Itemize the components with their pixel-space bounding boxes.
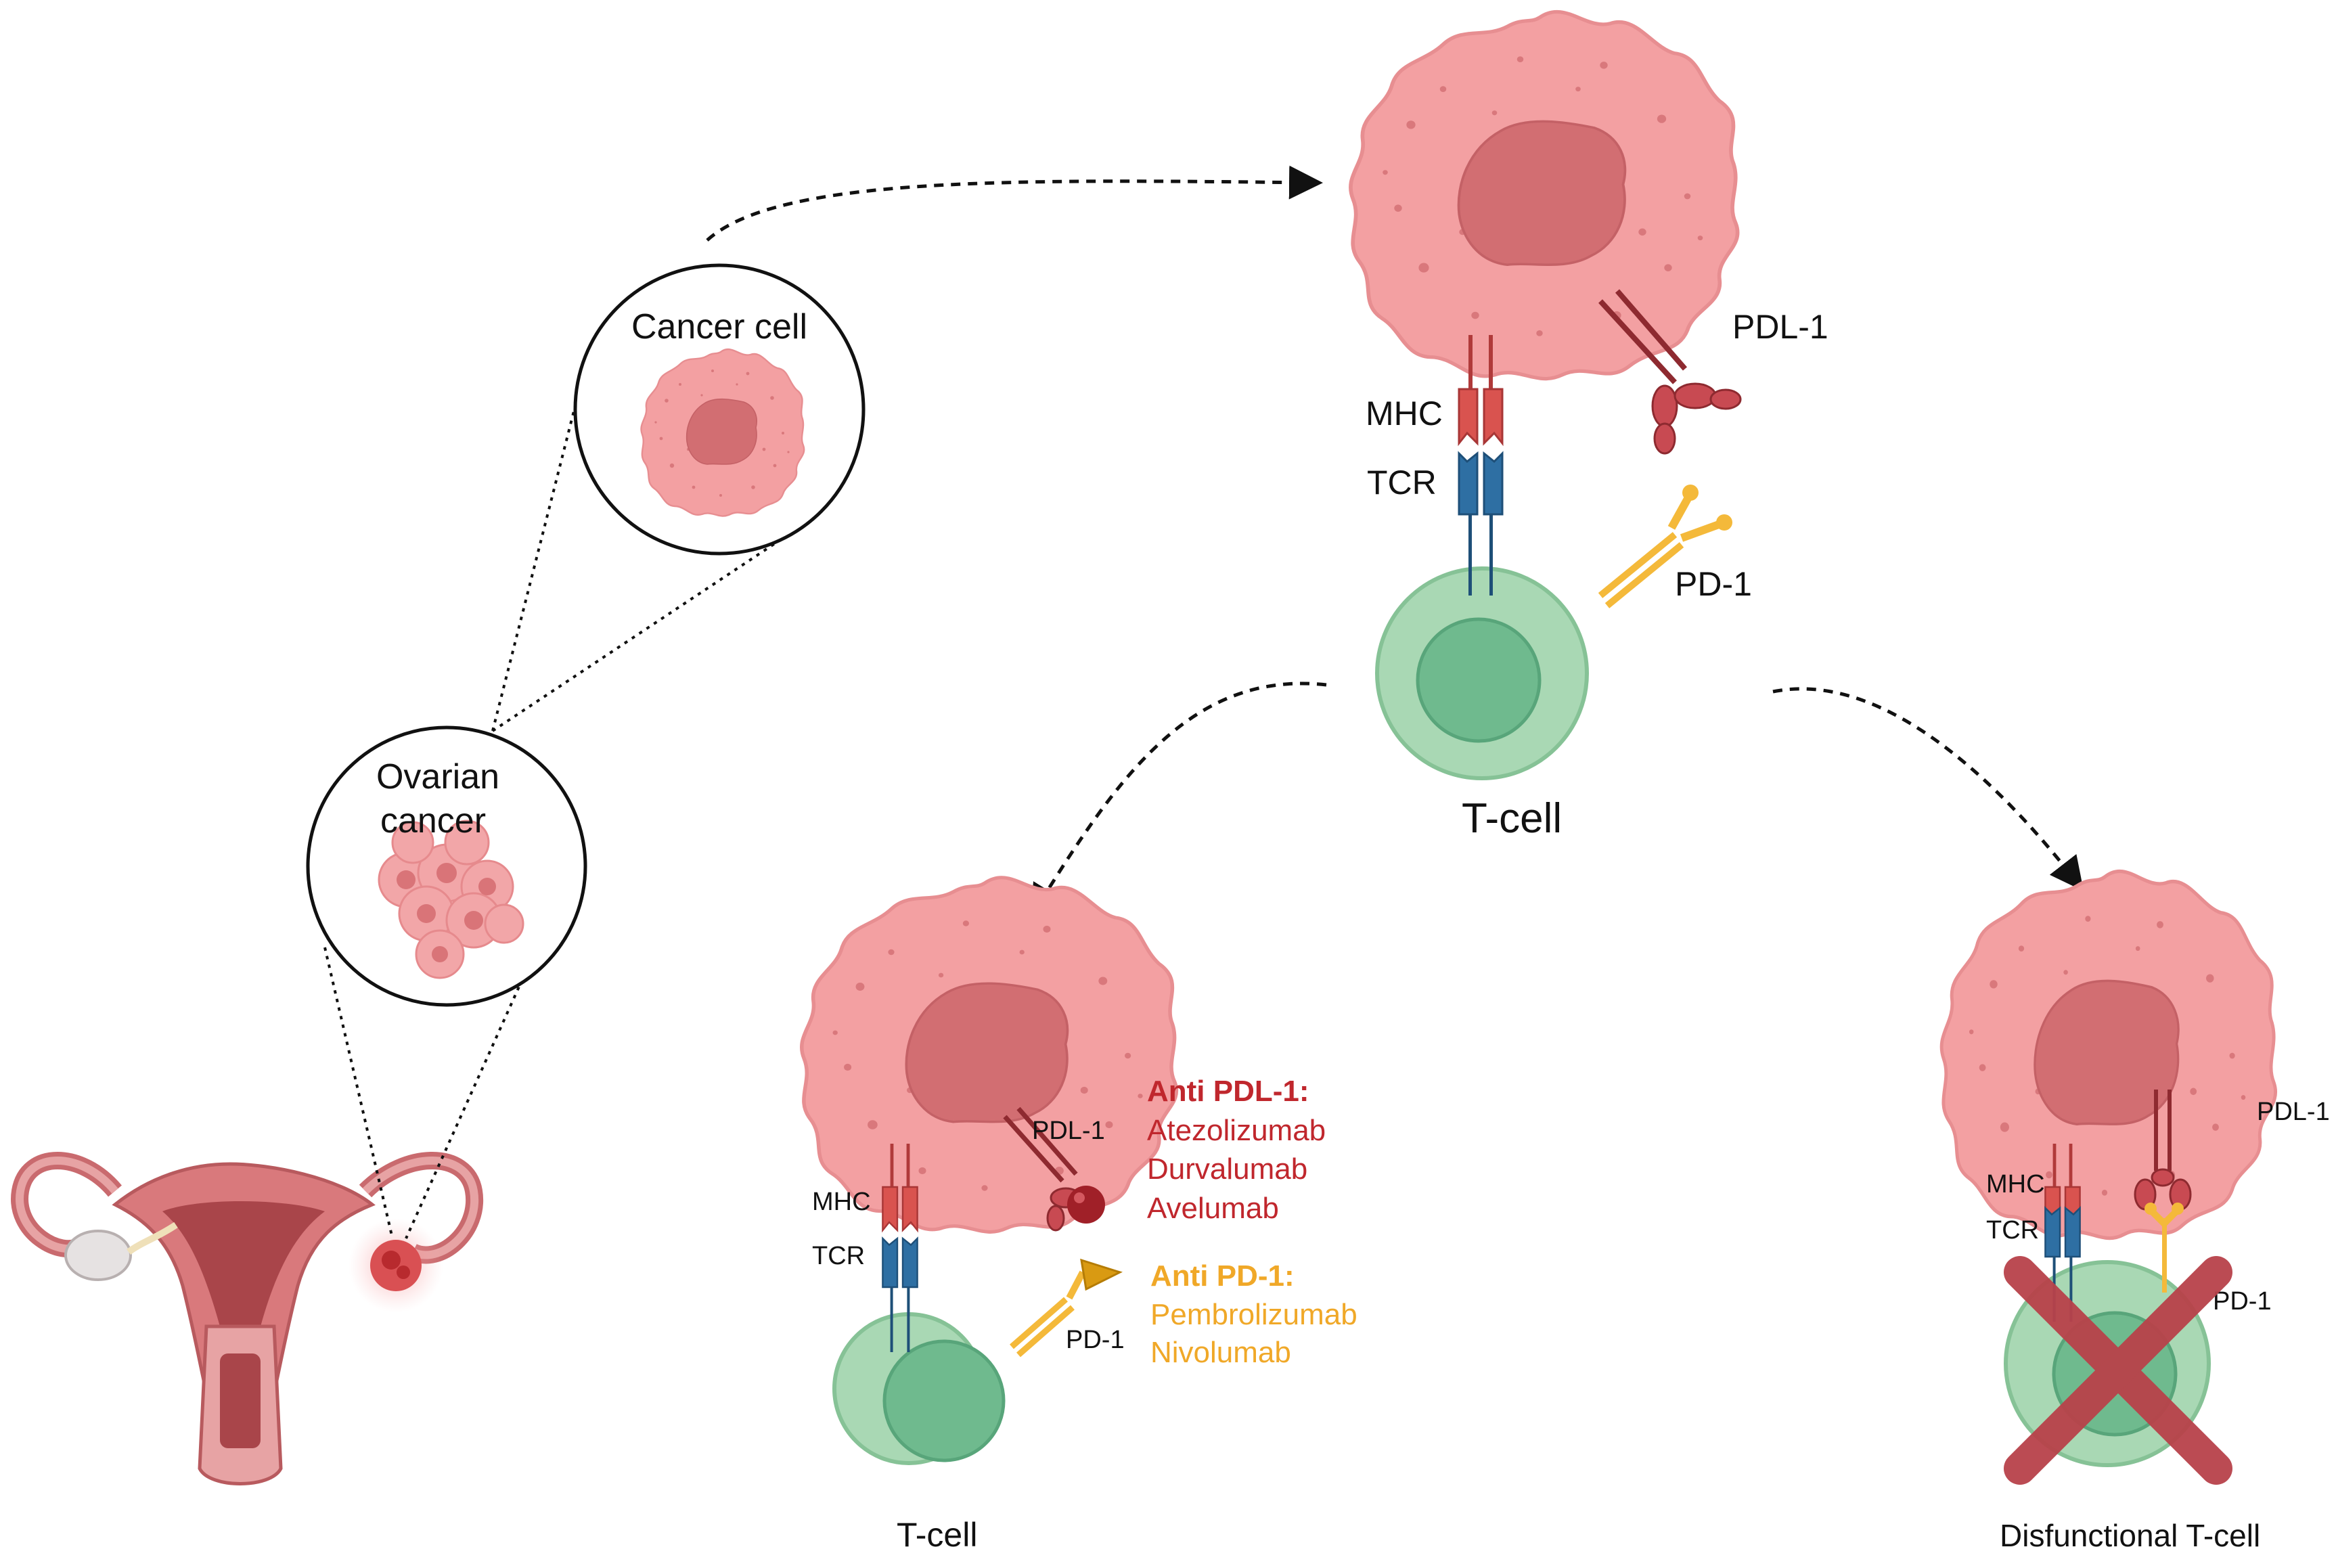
arrow-to-dysfunctional-panel (1772, 687, 2084, 891)
top-cancer-cell (1351, 12, 1738, 378)
anti-pd1-antibody (1080, 1258, 1123, 1291)
top-pd1-receptor (1598, 485, 1732, 608)
top-pdl1-receptor (1598, 289, 1742, 455)
arrow-to-top-panel (706, 165, 1323, 242)
treated-tcr-label: TCR (812, 1242, 865, 1270)
dysfunctional-pd1-receptor (2144, 1203, 2184, 1293)
dysfunctional-pd1-label: PD-1 (2213, 1287, 2272, 1316)
flow-arrows (706, 165, 2084, 919)
dysfunctional-pdl1-receptor (2134, 1090, 2192, 1211)
anti-pd1-drug-1: Pembrolizumab (1150, 1298, 1357, 1331)
ovarian-cancer-label-line1: Ovarian (376, 757, 499, 797)
anti-pd1-drug-2: Nivolumab (1150, 1336, 1291, 1369)
dysfunction-cross-icon (2004, 1256, 2232, 1485)
treated-pdl1-label: PDL-1 (1032, 1117, 1105, 1145)
dysfunctional-tcr-label: TCR (1986, 1216, 2039, 1245)
dysfunctional-panel: PDL-1 MHC TCR PD-1 Disfunctional T-cell (1941, 871, 2330, 1553)
treated-pd1-label: PD-1 (1066, 1326, 1125, 1354)
treated-cancer-cell (802, 878, 1177, 1232)
arrow-to-treated-panel (1030, 681, 1327, 919)
anti-pdl1-title: Anti PDL-1: (1147, 1075, 1309, 1108)
treated-tcell-label: T-cell (897, 1516, 977, 1554)
top-mhc-label: MHC (1366, 395, 1443, 432)
top-panel: PDL-1 MHC TCR PD-1 T-cell (1351, 12, 1828, 842)
zoom-lines (323, 392, 820, 1239)
cancer-cell-label: Cancer cell (631, 307, 807, 346)
treated-pdl1-receptor (1003, 1106, 1105, 1232)
top-pdl1-label: PDL-1 (1732, 308, 1828, 346)
anti-pd1-title: Anti PD-1: (1150, 1259, 1295, 1293)
anti-pdl1-drug-2: Durvalumab (1147, 1152, 1307, 1186)
treated-pd1-receptor (1010, 1258, 1123, 1358)
dysfunctional-pdl1-label: PDL-1 (2257, 1098, 2330, 1126)
ovarian-cancer-label-line2: cancer (380, 801, 486, 841)
treated-panel: PDL-1 MHC TCR PD-1 T-cell Anti PDL-1: At… (802, 878, 1357, 1554)
anti-pdl1-antibody (1067, 1186, 1105, 1224)
top-tcell-label: T-cell (1462, 795, 1562, 842)
cancer-cell-inset: Cancer cell (573, 263, 866, 556)
anti-pdl1-drug-1: Atezolizumab (1147, 1114, 1326, 1147)
treated-mhc-label: MHC (812, 1188, 871, 1216)
anti-pdl1-drug-3: Avelumab (1147, 1192, 1279, 1225)
ovarian-cancer-inset: Ovarian cancer (306, 725, 587, 1007)
dysfunctional-tcell-label: Disfunctional T-cell (2000, 1518, 2260, 1553)
dysfunctional-mhc-label: MHC (1986, 1170, 2045, 1199)
uterus-illustration (11, 1152, 484, 1485)
top-pd1-label: PD-1 (1675, 565, 1752, 603)
top-tcr-label: TCR (1367, 464, 1437, 501)
